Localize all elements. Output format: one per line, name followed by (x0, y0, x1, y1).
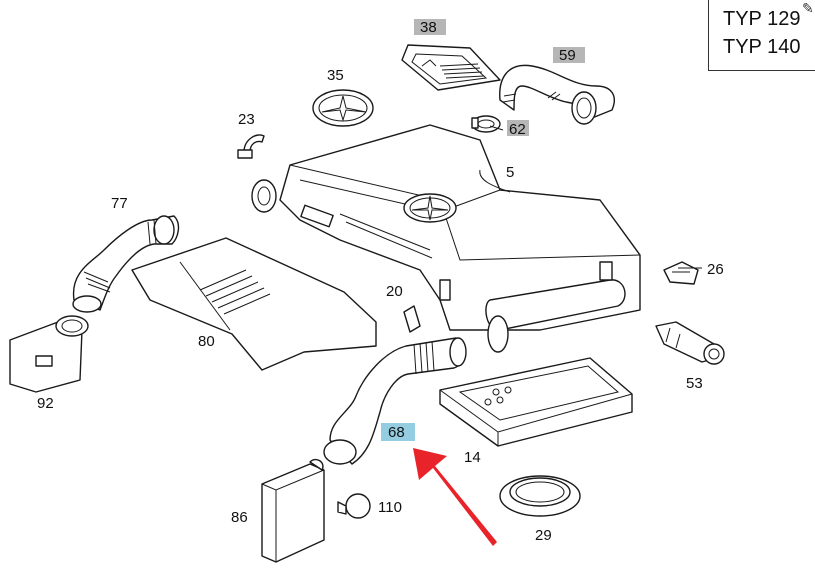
tag-59-highlight (553, 47, 585, 63)
label-14: 14 (464, 449, 481, 466)
red-arrow (413, 448, 497, 546)
label-68: 68 (388, 424, 405, 441)
part-20-clip (403, 305, 421, 333)
label-38: 38 (420, 19, 437, 36)
highlight-tags (381, 19, 585, 441)
part-labels: 38 59 35 62 23 5 77 26 20 80 53 92 68 14… (37, 19, 724, 544)
part-86-module (261, 458, 325, 563)
part-14-filter (439, 357, 633, 447)
pencil-edit-icon[interactable]: ✎ (802, 0, 814, 16)
part-68-hose (323, 337, 467, 465)
part-59-hose (499, 64, 615, 125)
label-86: 86 (231, 509, 248, 526)
label-23: 23 (238, 111, 255, 128)
part-29-seal (499, 475, 581, 517)
label-77: 77 (111, 195, 128, 212)
type-code-box: TYP 129 TYP 140 ✎ (708, 0, 815, 71)
part-38-decal (401, 44, 501, 91)
leader-lines (489, 125, 702, 269)
part-80-cover (131, 237, 377, 371)
label-26: 26 (707, 261, 724, 278)
label-92: 92 (37, 395, 54, 412)
part-110-plug (337, 493, 371, 519)
part-53-sensor (655, 321, 725, 365)
tag-68-highlight (381, 423, 415, 441)
label-80: 80 (198, 333, 215, 350)
tag-62-highlight (507, 120, 529, 136)
label-62: 62 (509, 121, 526, 138)
part-5-filter-housing (251, 124, 641, 353)
part-23-clip (237, 134, 265, 159)
part-26-bracket (663, 261, 699, 285)
label-35: 35 (327, 67, 344, 84)
type-code-140: TYP 140 (723, 36, 801, 58)
tag-38-highlight (414, 19, 446, 35)
type-code-129: TYP 129 (723, 8, 801, 30)
part-77-hose (72, 215, 180, 313)
part-35-emblem (312, 89, 374, 127)
label-5: 5 (506, 164, 514, 181)
label-110: 110 (378, 499, 402, 516)
part-62-clamp (471, 115, 501, 133)
label-59: 59 (559, 47, 576, 64)
label-20: 20 (386, 283, 403, 300)
label-53: 53 (686, 375, 703, 392)
label-29: 29 (535, 527, 552, 544)
part-92-inlet (9, 315, 89, 393)
